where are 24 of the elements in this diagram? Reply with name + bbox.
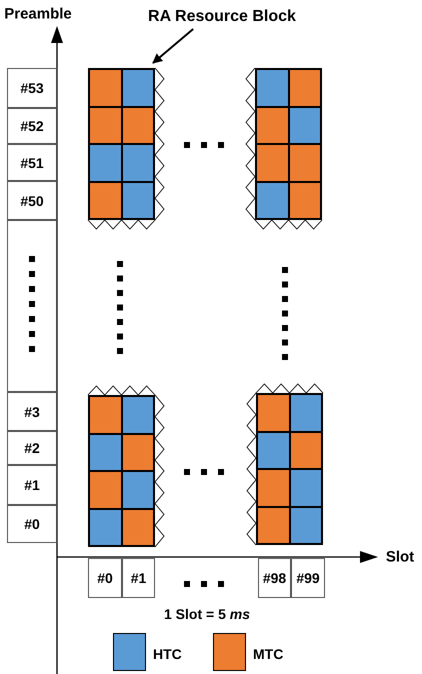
axis-label: Preamble (4, 6, 72, 22)
preamble-box: #51 (7, 144, 57, 181)
preamble-box: #1 (7, 465, 57, 505)
resource-grid (256, 393, 323, 545)
preamble-box: #53 (7, 68, 57, 108)
arrow (152, 28, 194, 64)
resource-grid (88, 68, 155, 220)
slot-box: #0 (88, 558, 122, 598)
preamble-box (7, 220, 57, 392)
resource-grid (255, 68, 322, 220)
slot-box: #99 (291, 558, 325, 598)
preamble-box: #2 (7, 431, 57, 465)
note-text: 1 Slot = 5 ms (164, 606, 250, 622)
axis-label: Slot (386, 548, 414, 566)
preamble-box: #0 (7, 505, 57, 543)
resource-grid (88, 395, 155, 547)
preamble-box: #50 (7, 181, 57, 220)
legend-label: MTC (253, 646, 284, 662)
legend-label: HTC (153, 646, 182, 662)
slot-box: #98 (258, 558, 291, 598)
callout-text: RA Resource Block (142, 5, 302, 29)
slot-box: #1 (122, 558, 155, 598)
preamble-box: #3 (7, 392, 57, 431)
preamble-box: #52 (7, 108, 57, 144)
